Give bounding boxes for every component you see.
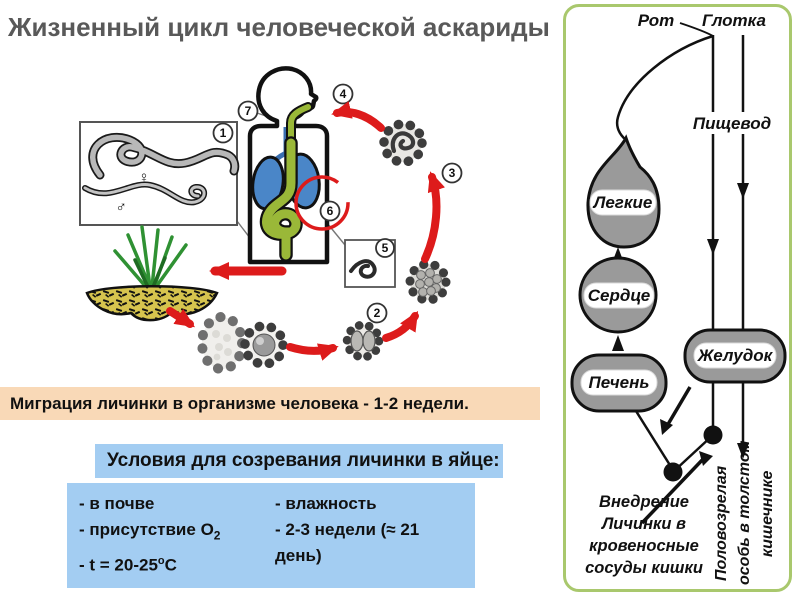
arrow-morula-to-larvaegg xyxy=(421,171,445,263)
condition-humidity: - влажность xyxy=(275,494,377,513)
life-cycle-diagram: ♀ ♂ 1 xyxy=(79,66,463,374)
svg-text:7: 7 xyxy=(245,104,252,118)
egg-morula xyxy=(405,259,451,305)
stage-badge-7: 7 xyxy=(237,100,259,122)
mouth-label: Рот xyxy=(638,11,675,30)
soil-mound xyxy=(85,285,219,322)
arrow-larvaegg-to-mouth xyxy=(331,101,385,132)
stomach-down-arrow xyxy=(665,386,692,427)
condition-temperature: - t = 20-25оС xyxy=(79,555,177,576)
adult-worms-box: ♀ ♂ 1 xyxy=(79,121,240,226)
svg-text:особь в толстом: особь в толстом xyxy=(736,440,753,585)
esophagus-label: Пищевод xyxy=(693,114,771,133)
migration-banner: Миграция личинки в организме человека - … xyxy=(0,387,540,420)
esophagus-label-group: Пищевод xyxy=(692,112,772,134)
condition-soil: - в почве xyxy=(79,494,155,513)
conditions-right-column: - влажность - 2-3 недели (≈ 21 день) xyxy=(275,491,470,569)
conditions-left-column: - в почве - присутствие О2 - t = 20-25оС xyxy=(79,491,269,579)
adult-annotation: Половозрелая особь в толстом кишечнике xyxy=(713,440,776,585)
grass xyxy=(113,225,188,289)
stage-badge-3: 3 xyxy=(441,162,463,184)
stomach-label: Желудок xyxy=(697,346,774,365)
condition-oxygen: - присутствие О2 xyxy=(79,520,221,543)
liver-node: Печень xyxy=(570,353,668,413)
heart-node: Сердце xyxy=(578,256,658,334)
egg-with-larva xyxy=(379,119,427,167)
stage-badge-5: 5 xyxy=(375,238,395,258)
svg-text:1: 1 xyxy=(220,126,227,140)
svg-text:2: 2 xyxy=(374,306,381,320)
pharynx-to-lungs-curve xyxy=(615,34,714,141)
page-title: Жизненный цикл человеческой аскариды xyxy=(8,12,550,42)
svg-text:3: 3 xyxy=(449,166,456,180)
larva-box: 5 xyxy=(344,238,396,288)
svg-text:4: 4 xyxy=(340,87,347,101)
svg-text:сосуды кишки: сосуды кишки xyxy=(585,559,703,577)
esophagus-lines xyxy=(679,22,745,449)
svg-text:Внедрение: Внедрение xyxy=(599,493,689,511)
lung-migration-circle xyxy=(294,175,350,231)
conditions-header: Условия для созревания личинки в яйце: xyxy=(95,444,503,478)
svg-text:Личинки в: Личинки в xyxy=(601,515,686,533)
stage-badge-4: 4 xyxy=(332,83,354,105)
invasion-pointer-arrow xyxy=(640,454,708,525)
migration-banner-text: Миграция личинки в организме человека - … xyxy=(10,394,469,413)
arrow-soil-to-eggs xyxy=(166,307,196,328)
stage-badge-2: 2 xyxy=(366,302,388,324)
flow-arrowheads xyxy=(612,183,749,459)
cycle-arrows xyxy=(166,101,445,361)
arrow-twocell-to-morula xyxy=(382,310,419,342)
egg-unfertilized xyxy=(197,312,247,374)
stage-badge-1: 1 xyxy=(212,122,234,144)
heart-label: Сердце xyxy=(588,286,650,305)
egg-fertilized xyxy=(240,321,288,369)
svg-text:кровеносные: кровеносные xyxy=(589,537,699,555)
organ-flow-svg: Легкие Сердце Печень Желудок xyxy=(570,11,787,585)
female-symbol: ♀ xyxy=(137,169,148,186)
conditions-header-text: Условия для созревания личинки в яйце: xyxy=(107,450,500,471)
lungs-label: Легкие xyxy=(592,193,653,212)
stage-badge-6: 6 xyxy=(319,200,341,222)
junction-dots xyxy=(660,419,723,482)
lungs-node: Легкие xyxy=(586,134,661,249)
svg-text:5: 5 xyxy=(382,241,389,255)
human-figure xyxy=(247,66,350,265)
svg-text:Половозрелая: Половозрелая xyxy=(713,465,730,581)
digestive-tract xyxy=(259,102,313,262)
male-worm xyxy=(82,181,208,206)
invasion-annotation: Внедрение Личинки в кровеносные сосуды к… xyxy=(585,493,703,577)
egg-two-cell xyxy=(342,320,384,362)
svg-text:кишечнике: кишечнике xyxy=(759,471,776,557)
condition-duration-1: - 2-3 недели (≈ 21 xyxy=(275,520,420,539)
female-worm xyxy=(88,132,240,180)
organ-flow-panel: Легкие Сердце Печень Желудок xyxy=(563,4,792,592)
liver-label: Печень xyxy=(589,373,650,392)
mouth-connector-line xyxy=(679,22,714,37)
pharynx-label: Глотка xyxy=(702,11,766,30)
condition-duration-2: день) xyxy=(275,546,322,565)
conditions-box: - в почве - присутствие О2 - t = 20-25оС… xyxy=(67,483,475,588)
svg-text:6: 6 xyxy=(327,204,334,218)
arrow-egg-to-twocell xyxy=(286,343,339,361)
male-symbol: ♂ xyxy=(114,199,125,216)
stomach-node: Желудок xyxy=(683,328,787,384)
